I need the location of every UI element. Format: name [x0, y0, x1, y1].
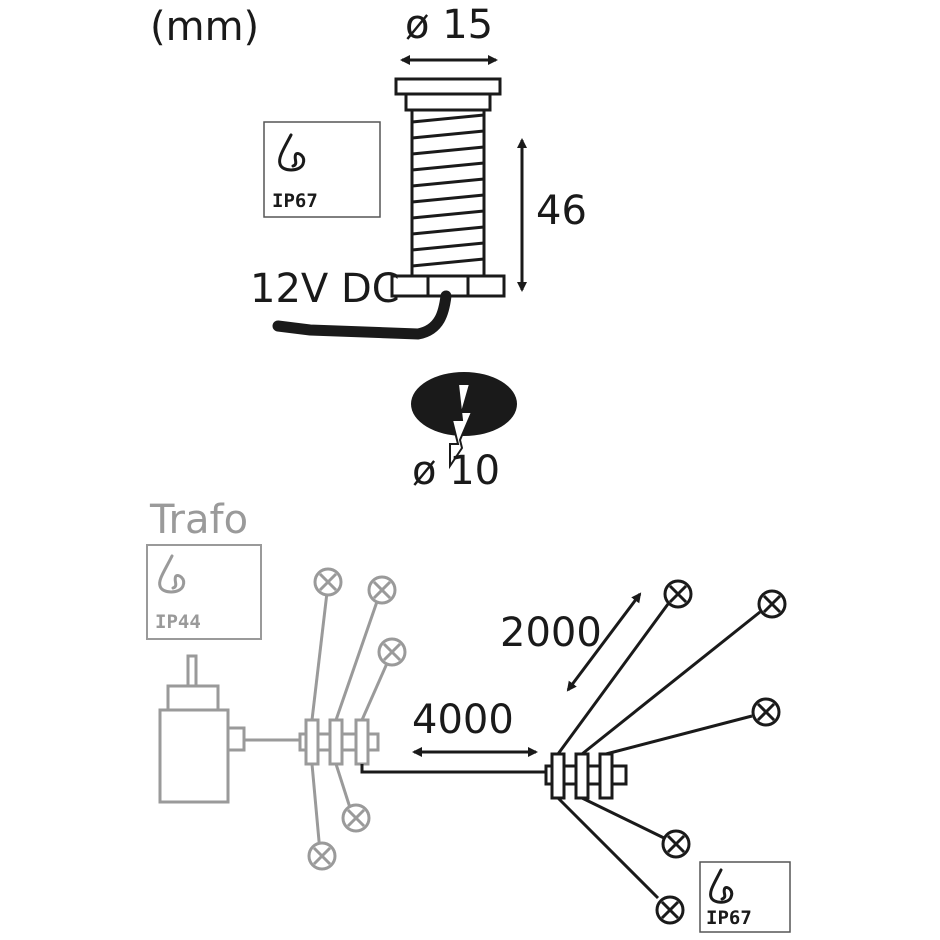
water-drop-icon — [709, 868, 734, 904]
lamp-cross-icon — [655, 895, 685, 925]
ip44-label: IP44 — [155, 611, 201, 633]
lamp-cross-icon — [661, 829, 691, 859]
ip-rating-box-top: IP67 — [263, 121, 381, 218]
length-4000-label: 4000 — [412, 697, 514, 743]
transformer-section: Trafo IP44 — [146, 497, 407, 871]
lamp-cross-icon — [377, 637, 407, 667]
diameter-label: ø 15 — [405, 2, 493, 48]
power-cable — [272, 290, 452, 340]
trafo-label: Trafo — [149, 497, 248, 543]
length-2000-arrow — [566, 592, 642, 692]
length-2000-label: 2000 — [500, 610, 602, 656]
lamp-cross-icon — [663, 579, 693, 609]
ip67-bottom-label: IP67 — [706, 907, 752, 929]
lamp-cross-icon — [341, 803, 371, 833]
lights-section: 4000 2000 IP67 — [360, 579, 791, 933]
water-drop-icon — [158, 554, 186, 594]
lightning-icon — [449, 383, 474, 470]
lamp-cross-icon — [313, 567, 343, 597]
voltage-label: 12V DC — [250, 266, 400, 312]
unit-label: (mm) — [150, 4, 259, 50]
ip-rating-box-bottom — [699, 861, 791, 933]
lamp-cross-icon — [757, 589, 787, 619]
lamp-cross-icon — [307, 841, 337, 871]
spotlight-drawing: ø 15 46 12V DC — [250, 2, 587, 340]
ip67-top-label: IP67 — [272, 190, 318, 212]
height-label: 46 — [536, 188, 587, 234]
lamp-cross-icon — [367, 575, 397, 605]
water-drop-icon — [278, 133, 306, 172]
lamp-cross-icon — [751, 697, 781, 727]
cutout-icon: ø 10 — [411, 372, 517, 494]
cutout-diameter-label: ø 10 — [412, 448, 500, 494]
